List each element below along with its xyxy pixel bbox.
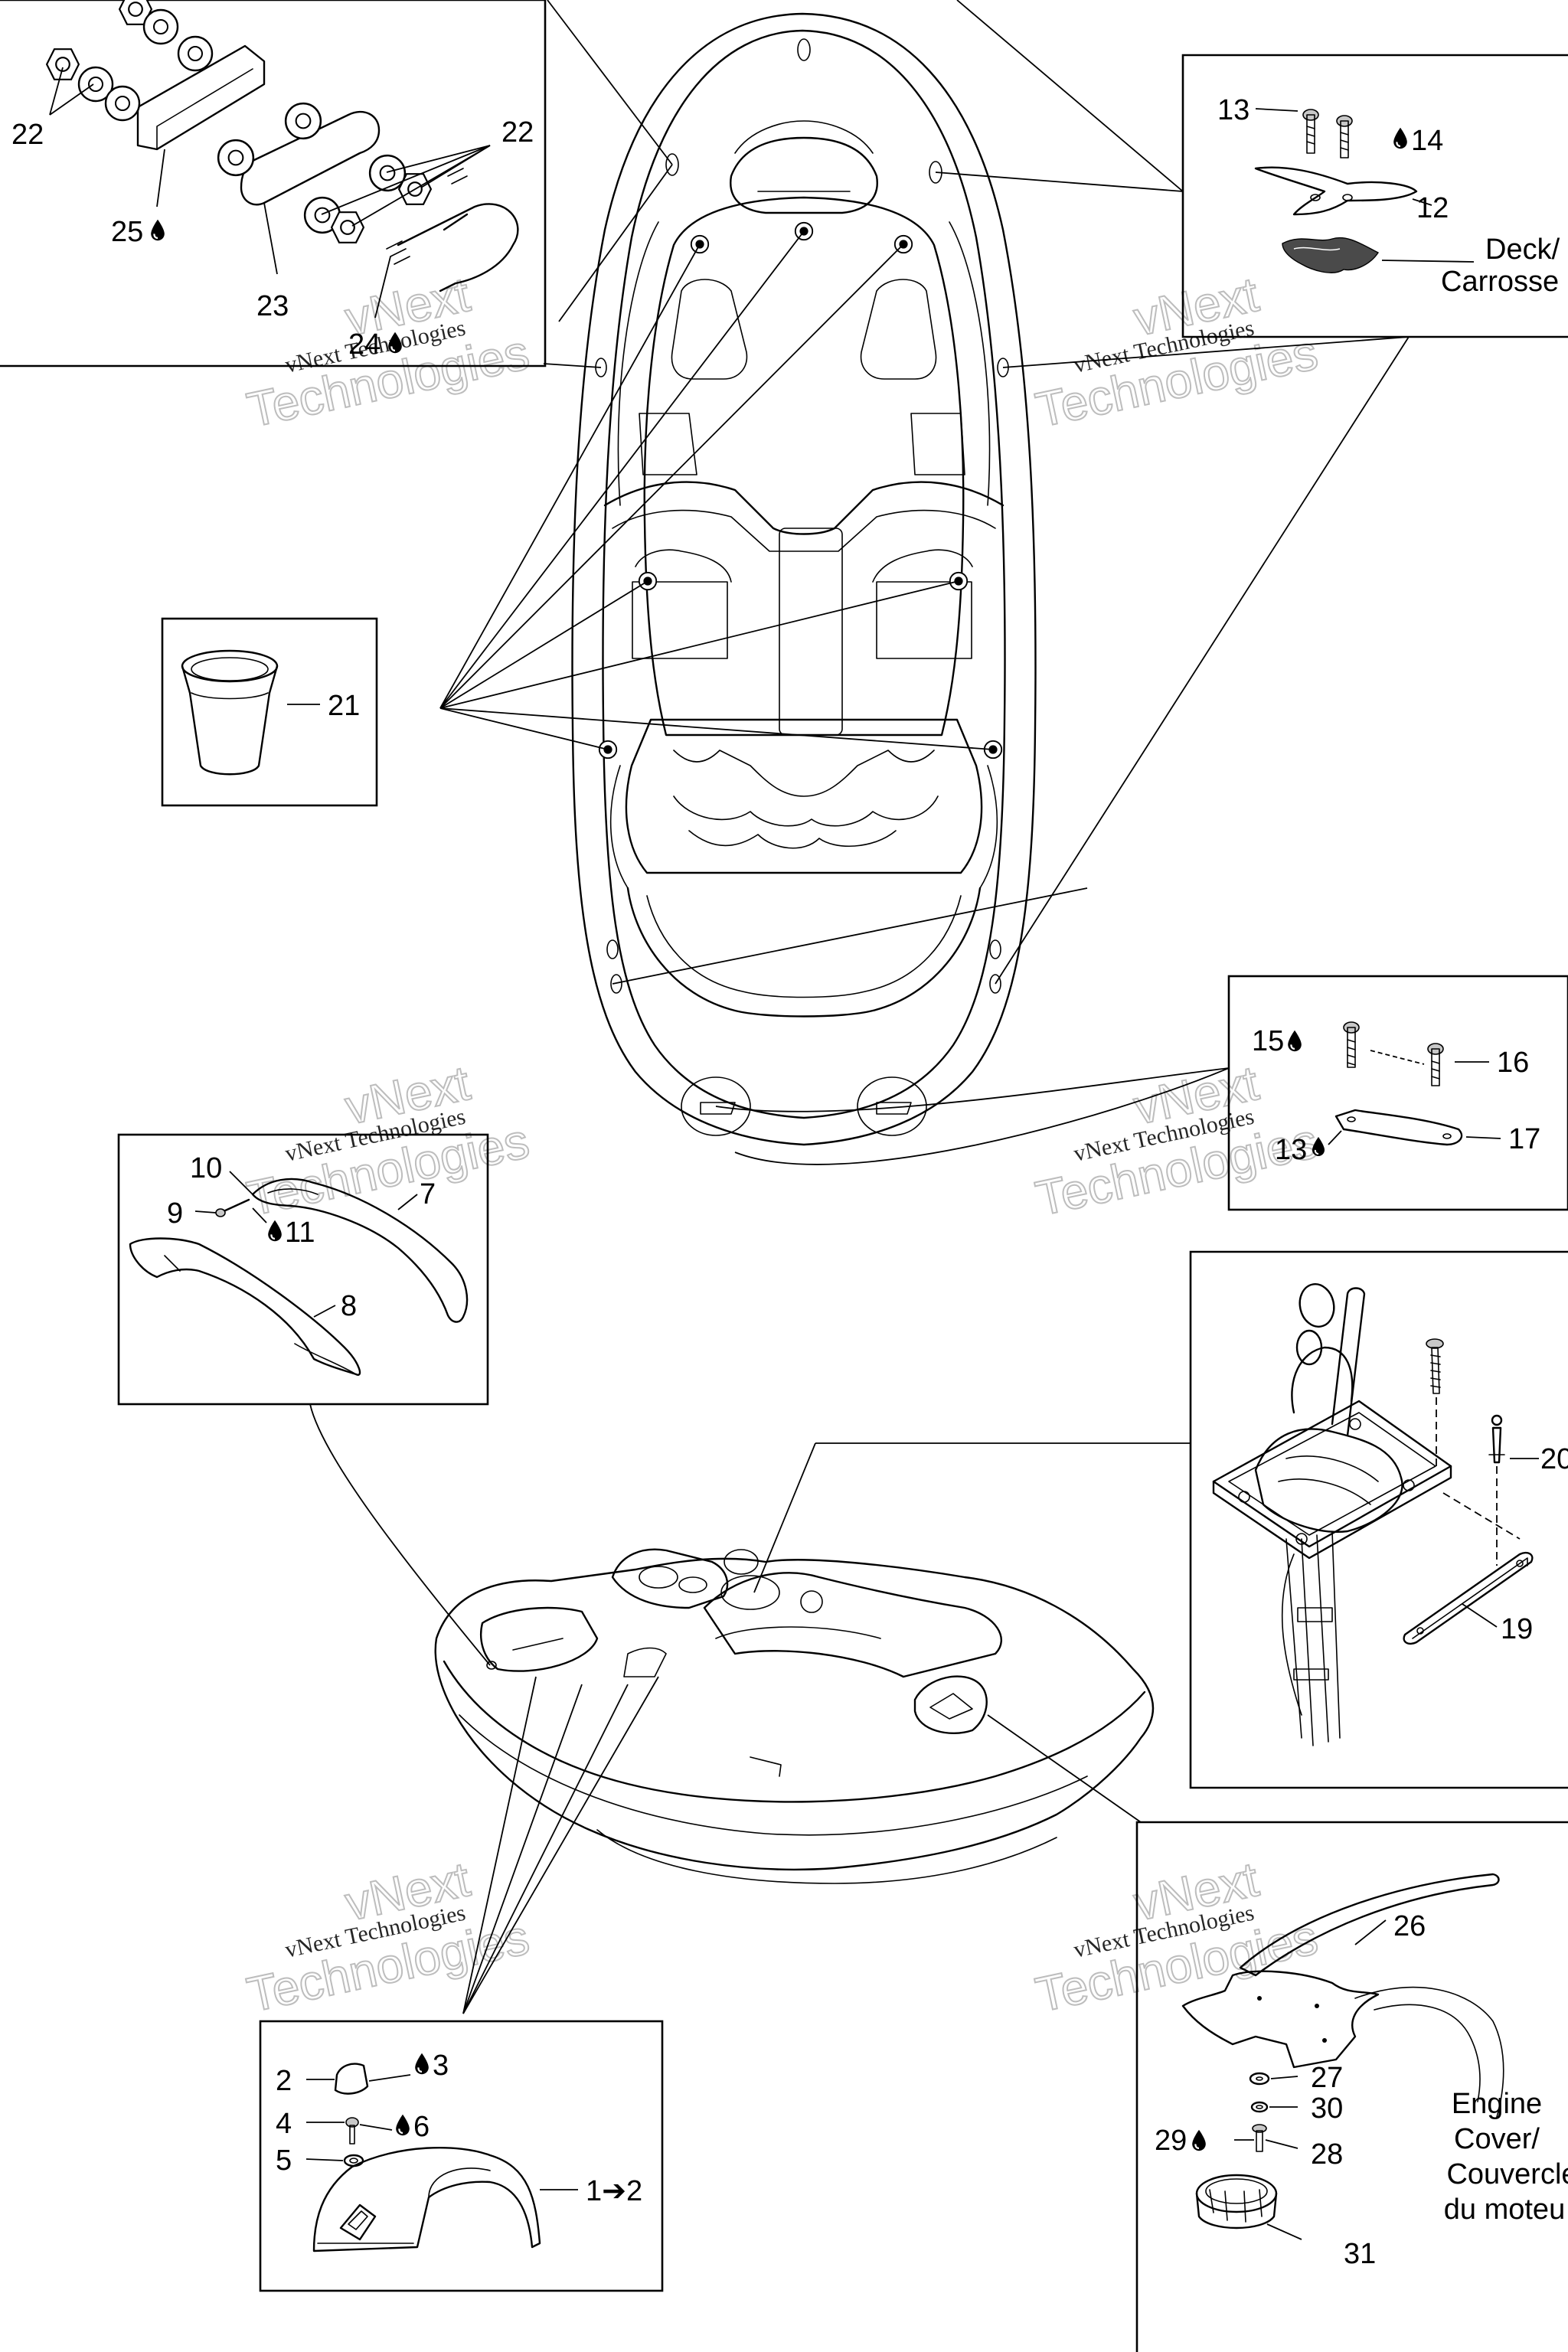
label-26: 26 <box>1393 1910 1426 1942</box>
callout-box-cleat: 13 14 12 Deck/ Carrosse <box>1181 54 1568 338</box>
callout-box-handles: 10 9 11 7 8 <box>117 1133 489 1406</box>
drop-icon <box>150 218 165 242</box>
label-1-to-2: 1➔2 <box>586 2175 642 2207</box>
drop-icon <box>1287 1029 1302 1053</box>
note-deck: Deck/ <box>1485 234 1560 266</box>
drop-icon <box>267 1219 283 1243</box>
label-4: 4 <box>276 2108 292 2140</box>
label-2: 2 <box>276 2065 292 2097</box>
label-20: 20 <box>1540 1443 1568 1475</box>
note-engine-cover: Cover/ <box>1454 2123 1540 2155</box>
label-25: 25 <box>111 216 143 248</box>
label-30: 30 <box>1311 2092 1343 2125</box>
leader-lines-top <box>439 0 1410 1165</box>
label-14: 14 <box>1411 125 1443 157</box>
label-28: 28 <box>1311 2138 1343 2171</box>
label-27: 27 <box>1311 2062 1343 2094</box>
label-3: 3 <box>433 2050 449 2082</box>
note-engine: Engine <box>1452 2088 1542 2120</box>
callout-box-grab-handle: 2 3 4 6 5 1➔2 <box>259 2020 664 2292</box>
callout-box-cup-holder: 21 <box>161 617 378 807</box>
label-9: 9 <box>167 1197 183 1230</box>
callout-box-stern-hooks: 15 16 13 17 <box>1227 975 1568 1211</box>
note-engine-fr2: du moteu <box>1444 2194 1565 2226</box>
label-13: 13 <box>1217 94 1250 126</box>
label-10: 10 <box>190 1152 222 1184</box>
label-24: 24 <box>348 328 381 361</box>
washer-icon <box>284 102 322 140</box>
label-15: 15 <box>1252 1025 1284 1057</box>
label-17: 17 <box>1508 1123 1540 1155</box>
leader-lines-side <box>309 1403 1191 2014</box>
callout-box-bracket: 22 22 25 23 24 <box>0 0 547 368</box>
watermark: vNext vNext Technologies Technologies vN… <box>242 266 1323 2024</box>
label-23: 23 <box>256 290 289 322</box>
washer-icon <box>368 154 407 192</box>
label-12: 12 <box>1416 192 1449 224</box>
nut-icon <box>331 211 364 243</box>
drop-icon <box>1191 2128 1207 2152</box>
label-5: 5 <box>276 2145 292 2177</box>
label-13: 13 <box>1275 1134 1307 1166</box>
note-deck-fr: Carrosse <box>1441 266 1559 298</box>
label-8: 8 <box>341 1290 357 1322</box>
nut-icon <box>46 48 80 80</box>
label-22: 22 <box>501 116 534 149</box>
label-7: 7 <box>420 1178 436 1210</box>
label-29: 29 <box>1155 2125 1187 2157</box>
label-22: 22 <box>11 119 44 151</box>
washer-icon <box>217 139 255 177</box>
drop-icon <box>1393 126 1408 150</box>
drop-icon <box>395 2113 410 2137</box>
washer-icon <box>104 85 141 122</box>
label-19: 19 <box>1501 1613 1533 1645</box>
deck-top-view <box>571 12 1037 1146</box>
label-11: 11 <box>285 1217 315 1249</box>
note-engine-fr: Couvercle <box>1446 2158 1568 2190</box>
label-6: 6 <box>413 2111 430 2143</box>
drop-icon <box>414 2052 430 2076</box>
label-31: 31 <box>1344 2238 1376 2270</box>
callout-box-engine-cover: 26 27 30 29 28 31 Engine Cover/ Couvercl… <box>1135 1821 1568 2352</box>
label-21: 21 <box>328 690 360 722</box>
label-16: 16 <box>1497 1047 1529 1079</box>
side-view <box>434 1548 1155 1884</box>
callout-box-throttle: 20 19 <box>1189 1250 1568 1789</box>
washer-icon <box>177 35 214 72</box>
washer-icon <box>142 8 179 45</box>
